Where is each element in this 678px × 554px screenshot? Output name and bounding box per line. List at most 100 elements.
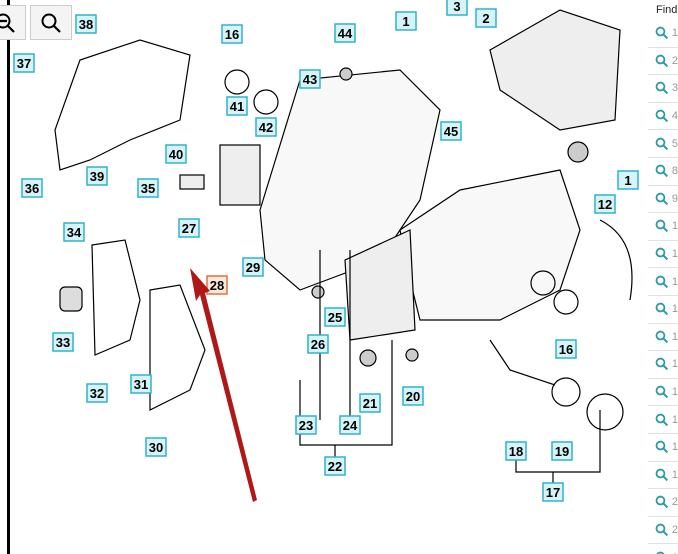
gasket-cover xyxy=(54,39,191,171)
search-icon xyxy=(655,275,669,288)
search-icon xyxy=(655,109,669,123)
callout-35[interactable]: 35 xyxy=(137,178,159,198)
callout-number: 28 xyxy=(210,278,224,293)
callout-41[interactable]: 41 xyxy=(226,96,248,116)
parts-list-item[interactable]: 3 xyxy=(648,75,678,103)
callout-43[interactable]: 43 xyxy=(299,69,321,89)
callout-3[interactable]: 3 xyxy=(446,0,468,16)
callout-25[interactable]: 25 xyxy=(324,307,346,327)
cover-32 xyxy=(91,239,141,356)
callout-number: 23 xyxy=(299,418,313,433)
part-number: 1 xyxy=(671,386,678,399)
zoom-out-icon xyxy=(0,13,15,33)
callout-24[interactable]: 24 xyxy=(339,415,361,435)
bushing-33 xyxy=(59,286,83,312)
parts-list-item[interactable]: 2 xyxy=(648,48,678,76)
callout-16[interactable]: 16 xyxy=(221,24,243,44)
callout-16[interactable]: 16 xyxy=(555,339,577,359)
part-number: 8 xyxy=(671,165,678,178)
plate-41 xyxy=(219,144,261,206)
callout-number: 1 xyxy=(402,14,409,29)
search-icon xyxy=(656,551,665,554)
zoom-in-button[interactable] xyxy=(30,5,72,40)
callout-37[interactable]: 37 xyxy=(13,53,35,73)
callout-45[interactable]: 45 xyxy=(440,121,462,141)
parts-list-item[interactable]: 9 xyxy=(648,186,678,214)
parts-list-item[interactable]: 1 xyxy=(648,462,678,490)
parts-list-item[interactable]: 1 xyxy=(648,406,678,434)
callout-2[interactable]: 2 xyxy=(475,8,497,28)
part-number: 1 xyxy=(671,275,678,288)
search-icon xyxy=(655,440,669,454)
callout-number: 34 xyxy=(67,225,82,240)
callout-42[interactable]: 42 xyxy=(255,117,277,137)
callout-27[interactable]: 27 xyxy=(178,218,200,238)
callout-32[interactable]: 32 xyxy=(86,383,108,403)
part-number: 1 xyxy=(671,413,678,426)
parts-list-item[interactable]: 2 xyxy=(648,544,678,554)
callout-44[interactable]: 44 xyxy=(334,23,356,43)
zoom-out-button[interactable] xyxy=(0,5,26,40)
parts-list-item[interactable]: 5 xyxy=(648,130,678,158)
callout-36[interactable]: 36 xyxy=(21,178,43,198)
search-icon xyxy=(655,385,669,399)
parts-list-item[interactable]: 1 xyxy=(648,20,678,48)
callout-1[interactable]: 1 xyxy=(395,11,417,31)
parts-list-item[interactable]: 1 xyxy=(648,296,678,324)
parts-list-item[interactable]: 4 xyxy=(648,103,678,131)
callout-39[interactable]: 39 xyxy=(86,166,108,186)
callout-40[interactable]: 40 xyxy=(165,144,187,164)
callout-33[interactable]: 33 xyxy=(52,332,74,352)
parts-list-item[interactable]: 1 xyxy=(648,351,678,379)
callout-17[interactable]: 17 xyxy=(542,482,564,502)
part-number: 1 xyxy=(671,248,678,261)
parts-diagram: 3837363916414240354443451321234333231302… xyxy=(13,0,639,502)
callout-28[interactable]: 28 xyxy=(206,275,228,295)
callout-number: 39 xyxy=(90,169,104,184)
callout-number: 41 xyxy=(230,99,244,114)
search-icon xyxy=(655,413,669,426)
callout-23[interactable]: 23 xyxy=(295,415,317,435)
callout-21[interactable]: 21 xyxy=(359,393,381,413)
parts-list-item[interactable]: 1 xyxy=(648,213,678,241)
parts-list-item[interactable]: 8 xyxy=(648,158,678,186)
search-icon xyxy=(655,496,669,509)
parts-list-item[interactable]: 2 xyxy=(648,489,678,517)
part-number: 1 xyxy=(671,330,678,343)
callout-12[interactable]: 12 xyxy=(594,194,616,214)
parts-list-item[interactable]: 1 xyxy=(648,324,678,352)
callout-30[interactable]: 30 xyxy=(145,437,167,457)
parts-list-item[interactable]: 1 xyxy=(648,241,678,269)
callout-31[interactable]: 31 xyxy=(130,374,152,394)
callout-26[interactable]: 26 xyxy=(307,334,329,354)
crankcase-left xyxy=(259,69,441,291)
search-icon xyxy=(655,82,669,95)
callout-34[interactable]: 34 xyxy=(63,222,85,242)
search-icon xyxy=(655,192,669,206)
callout-19[interactable]: 19 xyxy=(551,441,573,461)
callout-number: 37 xyxy=(17,56,31,71)
callout-18[interactable]: 18 xyxy=(505,441,527,461)
parts-list-item[interactable]: 1 xyxy=(648,434,678,462)
callout-number: 26 xyxy=(311,337,325,352)
callout-number: 29 xyxy=(246,260,260,275)
search-icon xyxy=(655,247,669,261)
callout-22[interactable]: 22 xyxy=(324,456,346,476)
callout-1[interactable]: 1 xyxy=(617,170,639,190)
callout-38[interactable]: 38 xyxy=(75,14,97,34)
search-icon xyxy=(655,468,669,481)
callout-number: 43 xyxy=(303,72,317,87)
part-number: 1 xyxy=(671,303,678,316)
callout-number: 30 xyxy=(149,440,163,455)
parts-list-item[interactable]: 1 xyxy=(648,268,678,296)
part-number: 1 xyxy=(671,220,678,233)
callout-29[interactable]: 29 xyxy=(242,257,264,277)
part-number: 2 xyxy=(671,496,678,509)
search-icon xyxy=(655,302,669,316)
parts-list-item[interactable]: 1 xyxy=(648,379,678,407)
parts-list-item[interactable]: 2 xyxy=(648,517,678,545)
callout-number: 45 xyxy=(444,124,458,139)
callout-number: 32 xyxy=(90,386,104,401)
callout-20[interactable]: 20 xyxy=(402,386,424,406)
callout-number: 31 xyxy=(134,377,148,392)
